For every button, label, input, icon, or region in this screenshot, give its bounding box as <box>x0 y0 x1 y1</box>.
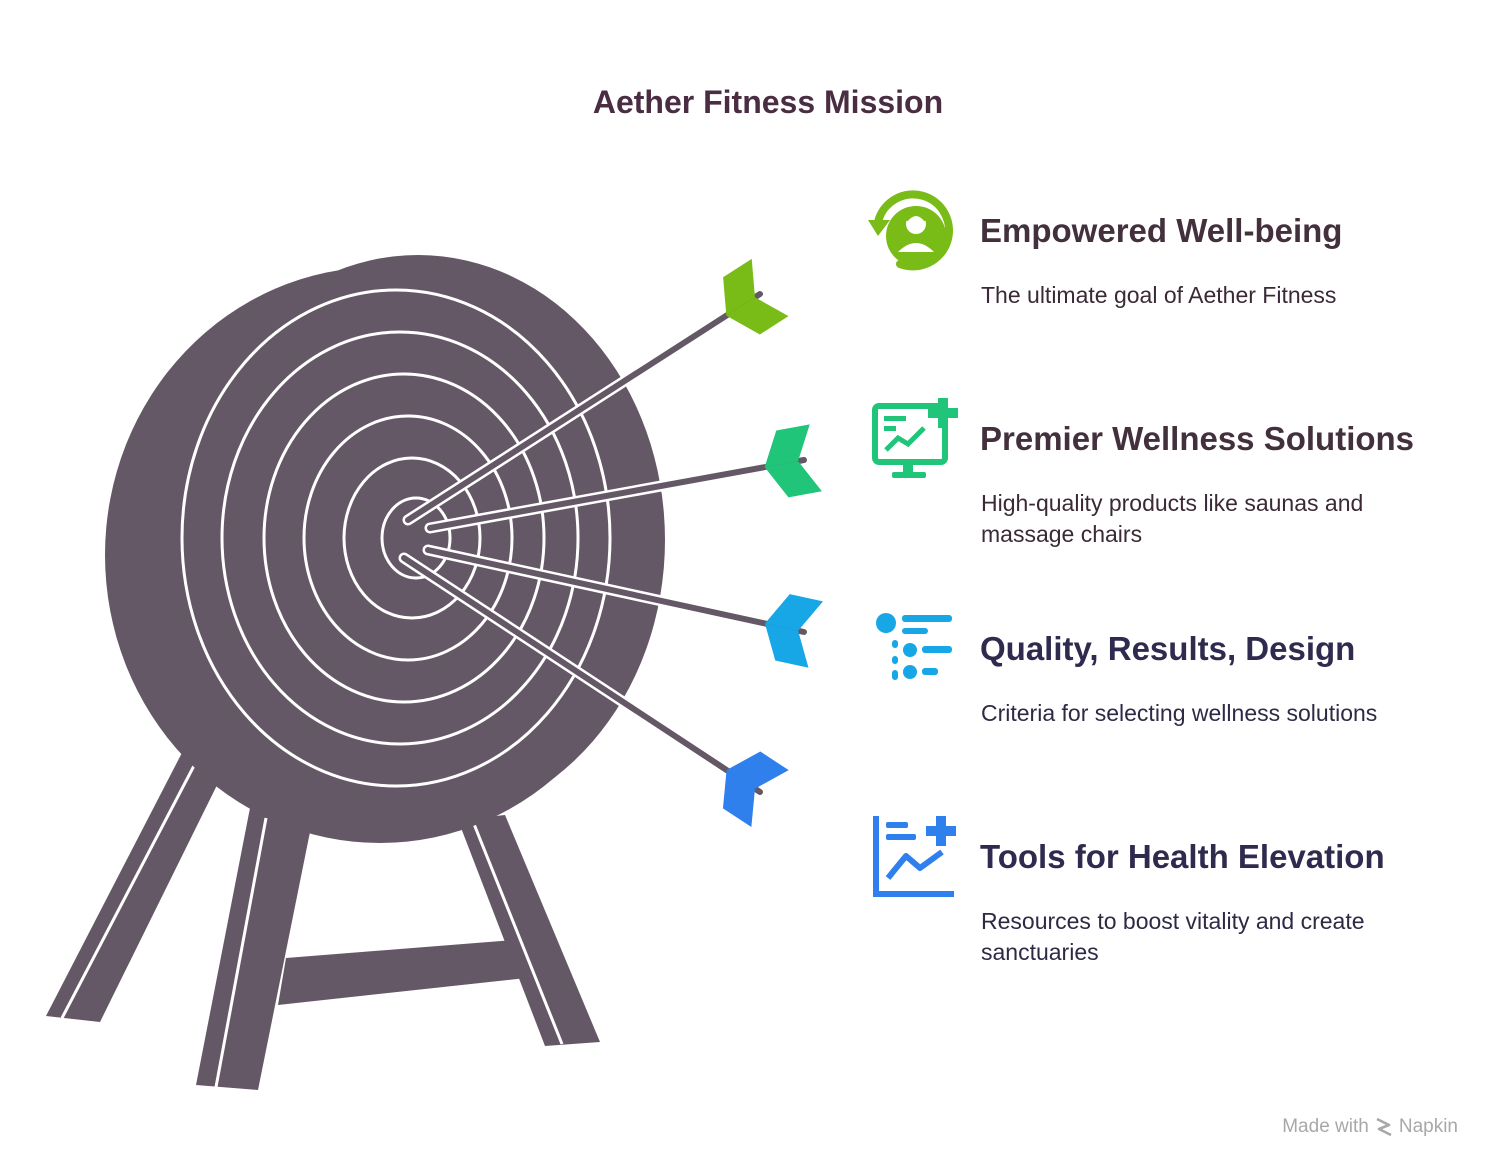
arrow-shaft <box>405 291 763 523</box>
arrow-shaft <box>401 555 763 795</box>
crossbar <box>278 940 526 1005</box>
napkin-logo-icon <box>1376 1117 1392 1137</box>
target-legs <box>46 745 600 1090</box>
target-board <box>105 255 665 843</box>
target-ring <box>342 456 482 620</box>
arrow-fletching <box>722 770 755 828</box>
arrow-fletching <box>726 751 789 789</box>
arrow-fletching <box>723 258 755 316</box>
arrow <box>424 424 822 534</box>
target-ring <box>302 414 514 662</box>
item-heading: Tools for Health Elevation <box>980 838 1385 875</box>
target-ring <box>180 288 612 788</box>
wellbeing-person-icon <box>868 190 953 271</box>
arrow-fletching <box>764 461 822 498</box>
target-ring <box>380 496 452 580</box>
arrow-fletching <box>764 424 810 468</box>
item-description: High-quality products like saunas and ma… <box>981 490 1364 547</box>
arrow <box>398 552 789 828</box>
arrow-shaft <box>425 547 807 635</box>
item-description: Criteria for selecting wellness solution… <box>981 700 1378 726</box>
chart-plus-icon <box>873 816 956 897</box>
footer-brand: Napkin <box>1398 1116 1458 1137</box>
item-heading: Quality, Results, Design <box>980 630 1356 667</box>
arrow-fletching <box>764 623 809 668</box>
target-ring <box>220 330 580 746</box>
item-description: Resources to boost vitality and create s… <box>981 908 1365 965</box>
arrow-fletching <box>764 594 823 631</box>
napkin-watermark: Made with Napkin <box>1282 1116 1458 1138</box>
arrow-shaft <box>427 457 807 531</box>
arrow <box>402 258 789 526</box>
monitor-chart-plus-icon <box>872 398 958 478</box>
right-leg <box>458 815 600 1046</box>
criteria-list-icon <box>876 613 952 680</box>
item-heading: Empowered Well-being <box>980 212 1343 249</box>
arrow <box>422 544 823 668</box>
page-title: Aether Fitness Mission <box>592 84 944 120</box>
item-description: The ultimate goal of Aether Fitness <box>981 282 1337 308</box>
footer-made-with: Made with <box>1282 1116 1369 1137</box>
arrow-fletching <box>726 297 789 335</box>
target-ring <box>262 372 546 704</box>
item-heading: Premier Wellness Solutions <box>980 420 1415 457</box>
target-face <box>171 255 665 825</box>
arrows <box>398 258 823 828</box>
item-icons <box>868 190 958 897</box>
middle-leg <box>196 808 312 1090</box>
